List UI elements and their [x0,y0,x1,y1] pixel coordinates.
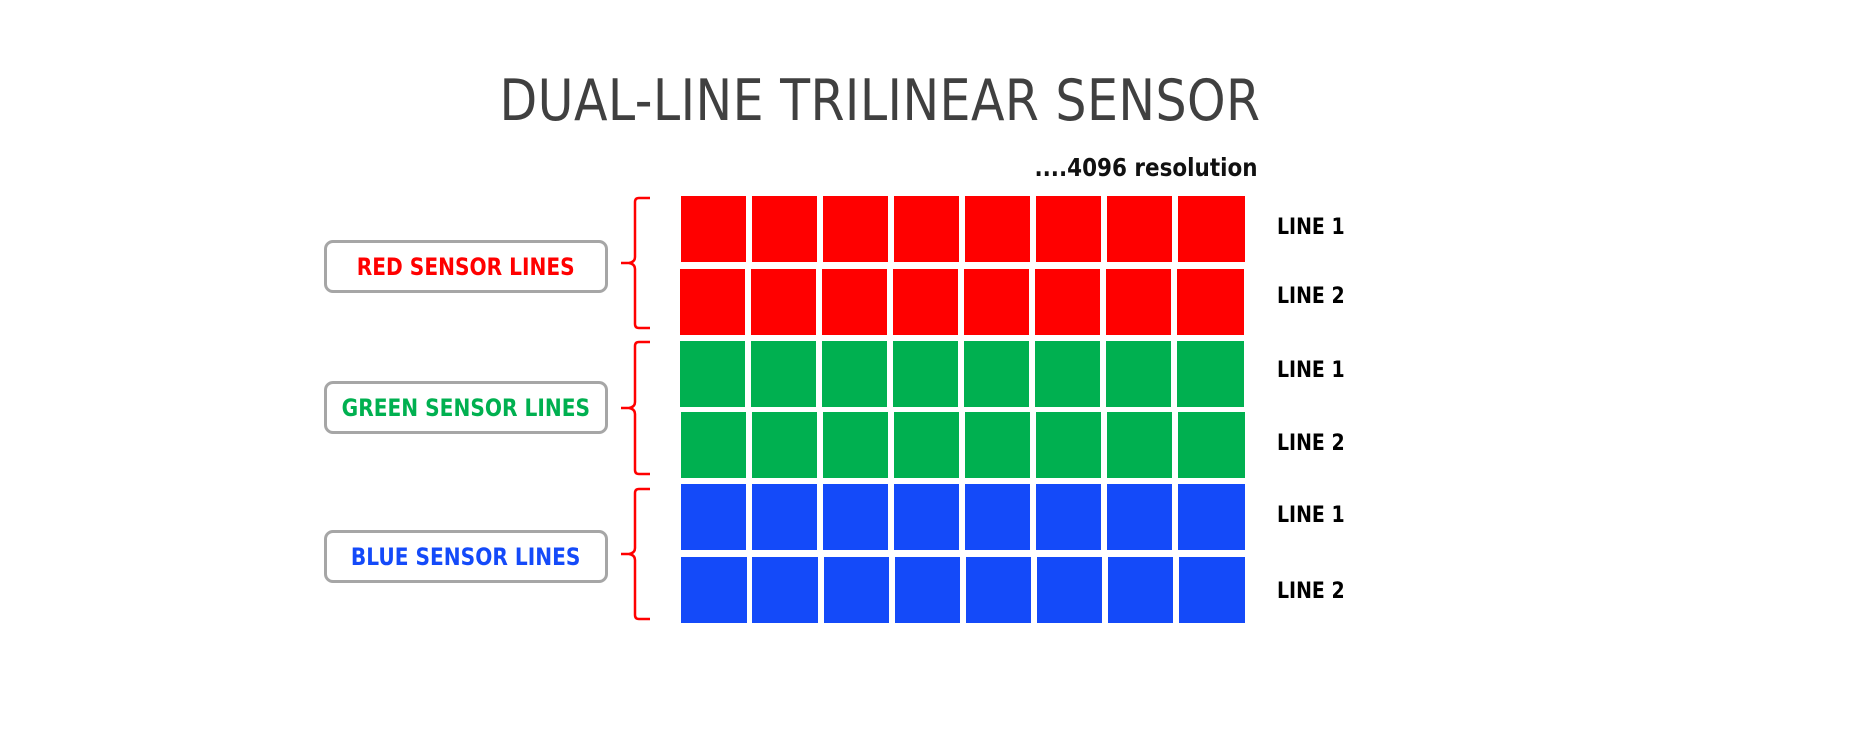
sensor-cell [752,484,817,550]
sensor-cell [964,341,1029,407]
sensor-cell [752,557,818,623]
sensor-cell [1177,341,1244,407]
sensor-cell [1178,412,1245,478]
sensor-cell [752,412,817,478]
blue-line-2-row [681,557,1246,623]
sensor-cell [1106,341,1171,407]
sensor-cell [1107,484,1172,550]
sensor-cell [751,341,816,407]
sensor-cell [1036,412,1101,478]
blue-sensor-lines-text: BLUE SENSOR LINES [351,542,581,571]
sensor-cell [1108,557,1173,623]
sensor-cell [966,557,1031,623]
sensor-cell [895,557,960,623]
sensor-cell [893,269,958,335]
red-line-1-row [681,196,1246,262]
sensor-cell [894,484,959,550]
green-line-2-label: LINE 2 [1277,431,1345,456]
red-line-2-label: LINE 2 [1277,284,1345,309]
red-line-2-row [680,269,1246,335]
green-line-1-row [680,341,1246,407]
sensor-cell [752,196,817,262]
sensor-cell [1106,269,1171,335]
sensor-cell [1107,196,1172,262]
blue-group-brace-icon [621,487,650,621]
sensor-cell [823,196,888,262]
resolution-note: ....4096 resolution [1034,153,1258,182]
sensor-cell [680,269,745,335]
diagram-title: DUAL-LINE TRILINEAR SENSOR [499,68,1261,134]
blue-sensor-lines-label: BLUE SENSOR LINES [324,530,608,583]
red-sensor-lines-text: RED SENSOR LINES [357,252,575,281]
blue-line-1-row [681,484,1246,550]
sensor-cell [1037,557,1102,623]
sensor-cell [1107,412,1172,478]
sensor-cell [751,269,816,335]
blue-line-1-label: LINE 1 [1277,503,1345,528]
green-group-brace-icon [621,340,650,476]
red-group-brace-icon [621,196,650,330]
red-sensor-lines-label: RED SENSOR LINES [324,240,608,293]
sensor-cell [681,196,746,262]
sensor-cell [894,196,959,262]
sensor-cell [822,341,887,407]
sensor-cell [823,412,888,478]
sensor-cell [1178,484,1245,550]
green-sensor-lines-text: GREEN SENSOR LINES [341,393,591,422]
sensor-cell [681,484,746,550]
sensor-cell [1035,269,1100,335]
sensor-cell [1178,196,1245,262]
sensor-cell [824,557,889,623]
sensor-cell [822,269,887,335]
sensor-cell [1036,484,1101,550]
sensor-cell [965,412,1030,478]
sensor-cell [1036,196,1101,262]
sensor-cell [894,412,959,478]
sensor-cell [681,412,746,478]
blue-line-2-label: LINE 2 [1277,579,1345,604]
red-line-1-label: LINE 1 [1277,215,1345,240]
green-line-2-row [681,412,1246,478]
sensor-cell [1179,557,1245,623]
green-line-1-label: LINE 1 [1277,358,1345,383]
sensor-cell [893,341,958,407]
sensor-cell [965,196,1030,262]
sensor-cell [964,269,1029,335]
sensor-cell [1177,269,1244,335]
sensor-cell [681,557,747,623]
green-sensor-lines-label: GREEN SENSOR LINES [324,381,608,434]
sensor-cell [680,341,745,407]
sensor-cell [823,484,888,550]
sensor-cell [965,484,1030,550]
sensor-cell [1035,341,1100,407]
